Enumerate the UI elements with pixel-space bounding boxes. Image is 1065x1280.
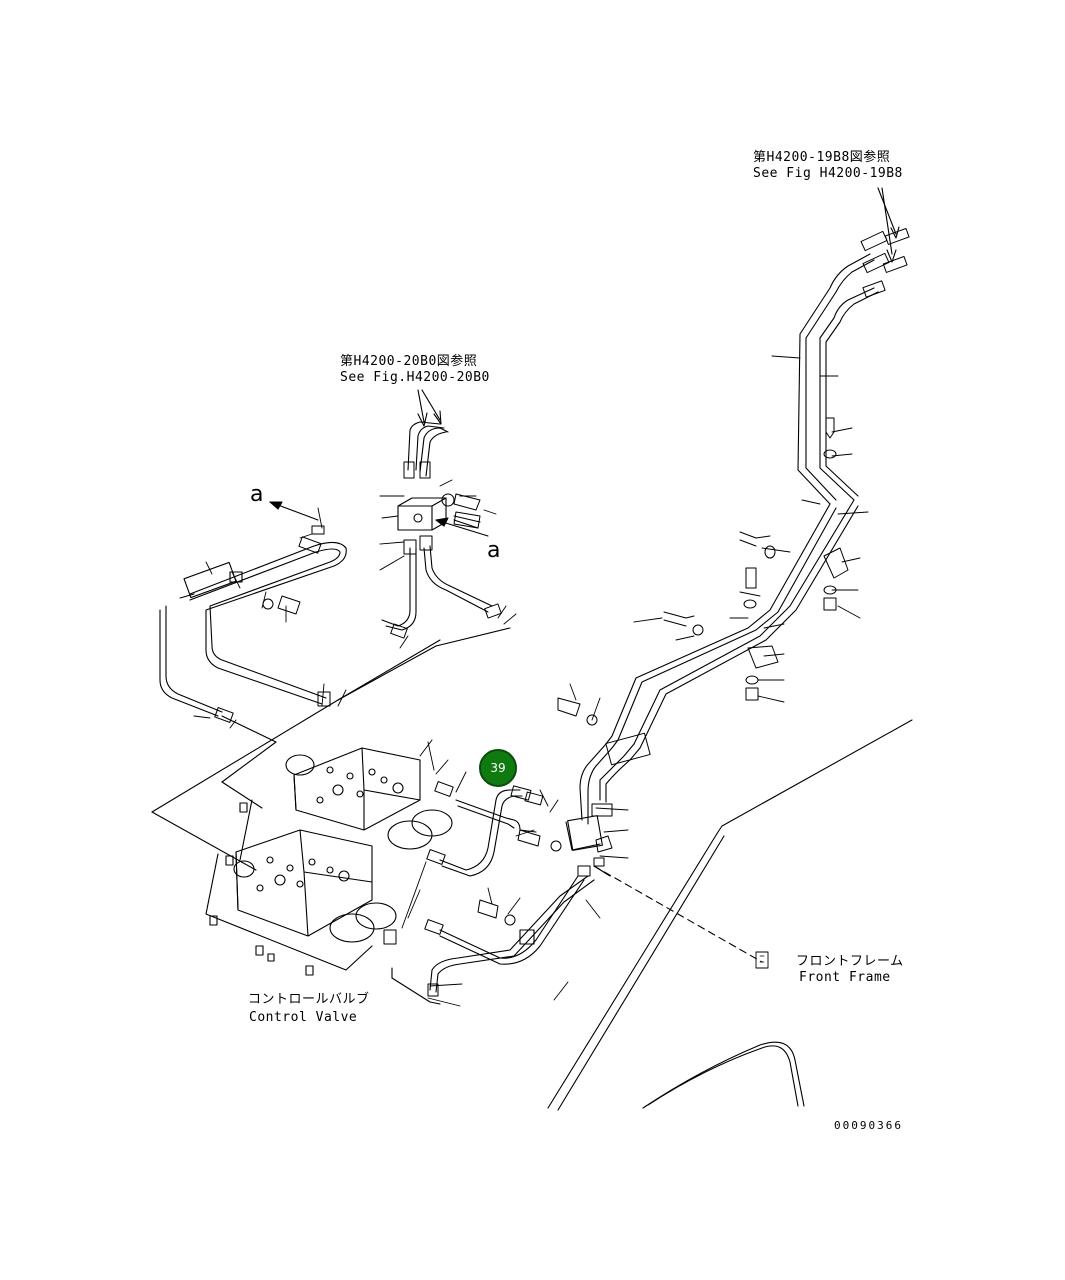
upper-left-piping: [159, 541, 347, 717]
fig-ref-19b8-en: See Fig H4200-19B8: [753, 166, 903, 181]
leader-lines: [193, 355, 869, 1007]
front-frame-outline: [547, 719, 913, 1111]
control-valve-bodies: [205, 747, 453, 976]
callout-39-number: 39: [490, 761, 506, 775]
control-valve-label-en: Control Valve: [249, 1010, 358, 1025]
control-valve-label-jp: コントロールバルブ: [248, 992, 370, 1007]
fig-ref-20b0-jp: 第H4200-20B0図参照: [340, 354, 478, 369]
marker-a-lower: a: [487, 538, 501, 563]
drawing-id: 00090366: [834, 1119, 903, 1132]
fig-ref-19b8-jp: 第H4200-19B8図参照: [753, 150, 891, 165]
front-frame-dashed-link: [593, 865, 769, 969]
callout-39-badge[interactable]: 39: [479, 749, 517, 787]
front-frame-label-en: Front Frame: [799, 970, 891, 985]
fittings-and-hardware: [214, 227, 910, 997]
lower-pipes: [429, 789, 603, 993]
marker-a-upper: a: [250, 482, 264, 507]
middle-upper-hoses: [381, 421, 493, 631]
fig-ref-20b0-en: See Fig.H4200-20B0: [340, 370, 490, 385]
control-valve-reference-lines: [151, 627, 511, 1005]
front-frame-label-jp: フロントフレーム: [796, 954, 904, 969]
reference-arrows: [269, 187, 900, 537]
